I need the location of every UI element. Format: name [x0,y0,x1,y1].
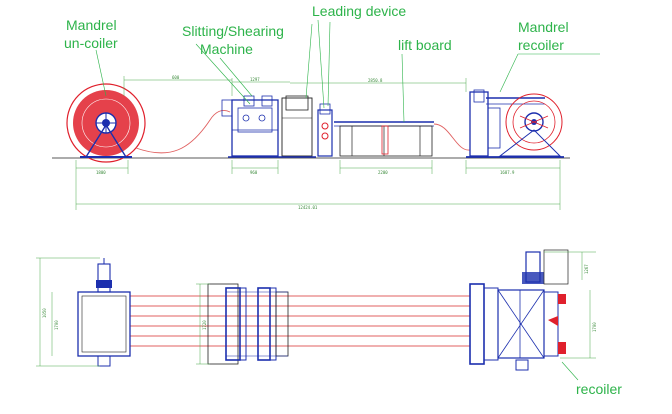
strip-path-2 [433,123,471,151]
dim-slit-h: 1720 [202,320,207,330]
dim-right-h1: 1267 [584,264,589,274]
dim-slitter-base: 960 [250,170,258,175]
dim-uncoiler-base: 1800 [96,170,106,175]
dim-uncoiler-gap: 600 [172,75,180,80]
label-mandrel-recoiler-line1: Mandrel [518,19,569,35]
label-recoiler: recoiler [576,381,622,397]
strip-path-1 [135,109,231,154]
dim-overall: 12424.01 [298,205,318,210]
plan-dimension-lines [36,251,596,367]
label-slitting-line2: Machine [200,41,253,57]
leading-device-side-view [317,103,333,157]
dim-liftboard-base: 2200 [378,170,388,175]
slitting-machine-side-view [221,95,316,158]
dim-slitter-top: 1297 [250,77,260,82]
label-lift-board: lift board [398,37,452,53]
uncoiler-plan-view [77,258,131,367]
top-dimension-lines [75,76,561,210]
dim-right-h2: 1700 [592,322,597,332]
uncoiler-side-view [66,83,146,163]
dim-left-h1: 1050 [42,308,47,318]
label-leading-device: Leading device [312,3,406,19]
slitting-machine-plan-view [207,283,289,365]
plan-strip-lines [130,295,470,347]
recoiler-plan-view [469,249,569,371]
label-mandrel-uncoiler-line2: un-coiler [64,35,118,51]
recoiler-side-view [466,89,564,158]
label-mandrel-uncoiler-line1: Mandrel [66,17,117,33]
dim-recoiler-top: 2850.8 [368,78,383,83]
dim-recoiler-base: 1687.9 [500,170,515,175]
label-slitting-line1: Slitting/Shearing [182,23,284,39]
label-leader-lines [95,19,600,381]
dim-left-h2: 1700 [54,320,59,330]
label-mandrel-recoiler-line2: recoiler [518,37,564,53]
lift-board-side-view [334,121,434,157]
